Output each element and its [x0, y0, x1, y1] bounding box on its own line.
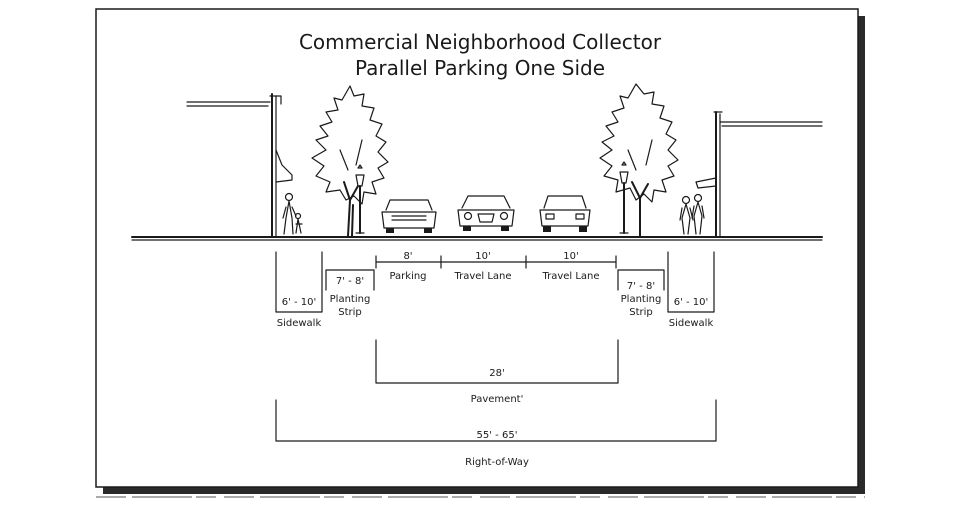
title-line-1: Commercial Neighborhood Collector — [299, 30, 662, 54]
left-tree-icon — [311, 85, 389, 237]
ground-line — [131, 236, 823, 241]
right-building-icon — [695, 111, 823, 237]
label-planting-right-2: Strip — [629, 307, 653, 318]
pedestrians-couple-icon — [679, 193, 705, 235]
label-right-of-way: Right-of-Way — [465, 457, 529, 468]
label-sidewalk-right: Sidewalk — [669, 318, 714, 329]
travel-lane-car-icon-2 — [539, 195, 591, 232]
dimension-travel-lane-right: 10' — [563, 251, 578, 262]
label-pavement: Pavement' — [471, 394, 524, 405]
label-planting-left-2: Strip — [338, 307, 362, 318]
right-tree-icon — [599, 83, 679, 237]
dimension-lines — [275, 251, 717, 442]
dimension-sidewalk-right: 6' - 10' — [674, 297, 709, 308]
label-sidewalk-left: Sidewalk — [277, 318, 322, 329]
label-parking: Parking — [389, 271, 426, 282]
dimension-right-of-way: 55' - 65' — [477, 430, 518, 441]
dimension-parking: 8' — [403, 251, 412, 262]
travel-lane-car-icon — [457, 195, 515, 231]
dimension-planting-left: 7' - 8' — [336, 276, 364, 287]
left-building-icon — [186, 93, 293, 237]
label-travel-lane-right: Travel Lane — [541, 271, 599, 282]
pedestrian-with-child-icon — [282, 192, 303, 235]
label-planting-right-1: Planting — [621, 294, 662, 305]
page-frame — [95, 8, 865, 498]
label-planting-left-1: Planting — [330, 294, 371, 305]
dimension-pavement: 28' — [489, 368, 504, 379]
left-street-lamp-icon — [355, 164, 365, 234]
dimension-sidewalk-left: 6' - 10' — [282, 297, 317, 308]
title-line-2: Parallel Parking One Side — [355, 56, 605, 80]
parked-car-icon — [381, 199, 437, 233]
label-travel-lane-left: Travel Lane — [453, 271, 511, 282]
right-street-lamp-icon — [619, 161, 629, 234]
dimension-planting-right: 7' - 8' — [627, 281, 655, 292]
dimension-travel-lane-left: 10' — [475, 251, 490, 262]
